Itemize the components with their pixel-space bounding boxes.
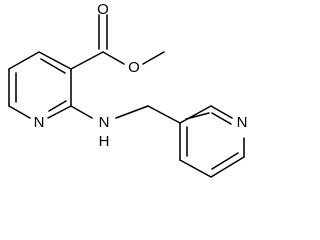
atom-n-pyridine-left: N	[34, 114, 45, 131]
amino-linker	[70, 105, 181, 124]
bond-ring1-bottom-right-inner	[48, 100, 67, 112]
bond-ring-to-amine	[70, 105, 93, 119]
bond-ring2-top-left	[179, 105, 212, 124]
atom-o-ester: O	[128, 59, 140, 76]
bond-ring2-bottom-left	[179, 159, 212, 178]
ester-group	[70, 14, 165, 70]
bond-ring2-bottom-right-inner	[211, 152, 239, 170]
atom-o-carbonyl: O	[97, 1, 109, 18]
bond-ester-carbon-to-oxygen	[102, 51, 125, 65]
left-pyridine-ring	[8, 51, 72, 119]
bond-ch2-to-right-ring	[147, 105, 181, 124]
right-pyridine-ring	[179, 105, 245, 178]
bond-ring1-top-right	[38, 51, 72, 70]
bond-ring1-bottom-right	[47, 105, 72, 119]
molecule-diagram: O O N N H N	[8, 1, 248, 178]
bond-ring2-top-left-inner	[185, 112, 210, 120]
chemical-structure-canvas: O O N N H N	[8, 0, 248, 178]
atom-labels: O O N N H N	[34, 1, 248, 150]
atom-n-amine: N	[99, 114, 110, 131]
bond-ring-to-ester-carbon	[70, 51, 104, 70]
atom-h-amine: H	[99, 133, 110, 150]
bond-ring1-top-left	[8, 51, 40, 70]
bond-ring1-top-right-inner	[40, 58, 66, 74]
bond-amine-to-ch2	[115, 105, 149, 119]
bond-ring2-top-right	[210, 105, 233, 119]
bond-ring1-bottom-left	[8, 105, 31, 119]
bond-ring2-top-right-inner	[211, 112, 232, 125]
atom-n-pyridine-right: N	[237, 114, 248, 131]
bond-oxygen-to-methyl	[142, 51, 165, 65]
bond-ring2-bottom-right	[210, 156, 245, 178]
